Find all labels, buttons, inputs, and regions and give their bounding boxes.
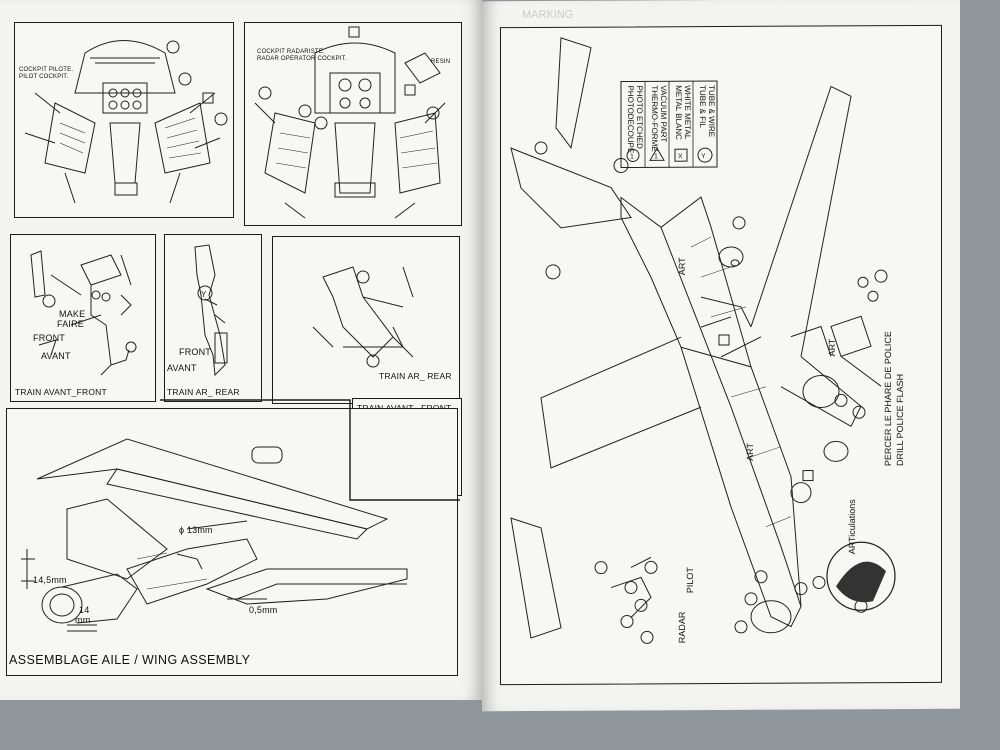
wing-assembly-caption: ASSEMBLAGE AILE / WING ASSEMBLY: [9, 653, 251, 667]
wing-dim1-label: 14,5mm: [33, 575, 67, 585]
legend-vacuum-symbol: 1: [654, 153, 658, 160]
legend-photo-fr: PHOTODECOUPE: [626, 85, 635, 154]
radar-cockpit-fr: COCKPIT RADARISTE.: [257, 49, 325, 55]
radar-cockpit-panel: COCKPIT RADARISTE. RADAR OPERATOR COCKPI…: [244, 22, 462, 226]
rear-gear-wire-symbol: Y: [201, 290, 207, 299]
radar-cockpit-drawing: [254, 26, 446, 219]
rear-gear2-caption: TRAIN AR_ REAR: [379, 371, 452, 381]
rear-front-label: FRONT: [179, 347, 211, 357]
radar-label: RADAR: [677, 611, 687, 644]
rear-gear-drawing: Y: [194, 244, 228, 377]
pilot-cockpit-fr: COCKPIT PILOTE.: [19, 67, 74, 73]
legend-photo-symbol: 1: [630, 153, 634, 160]
front-label: FRONT: [33, 333, 65, 343]
police-flash-fr: PERCER LE PHARE DE POLICE: [883, 331, 893, 467]
pilot-cockpit-panel: COCKPIT PILOTE. PILOT COCKPIT.: [14, 22, 234, 218]
wing-diameter-label: ϕ 13mm: [179, 525, 213, 535]
right-page: MARKING: [482, 0, 960, 712]
marking-ghost-text: MARKING: [522, 8, 574, 22]
police-flash-en: DRILL POLICE FLASH: [895, 373, 905, 467]
wing-dim2-label: 14: [79, 605, 90, 615]
pilot-label: PILOT: [685, 567, 695, 594]
left-page: COCKPIT PILOTE. PILOT COCKPIT.: [0, 0, 482, 700]
wing-assembly-panel: ϕ 13mm 14,5mm 14 mm 0,5mm ASSEMBLAGE AIL…: [6, 408, 458, 676]
rear-avant-label: AVANT: [167, 363, 197, 373]
aircraft-drawing: 1 1 X Y: [510, 37, 896, 644]
avant-label: AVANT: [41, 351, 71, 361]
rear-gear2-drawing: [312, 266, 414, 368]
faire-label: FAIRE: [57, 319, 85, 329]
pilot-cockpit-en: PILOT COCKPIT.: [19, 74, 69, 80]
front-gear-panel: MAKE FAIRE FRONT AVANT TRAIN AVANT_FRONT: [10, 234, 156, 402]
artitulations-label: ARTiculations: [847, 499, 857, 555]
art-label-1: ART: [677, 257, 687, 276]
main-assembly-panel: 1 1 X Y: [500, 24, 942, 686]
legend-wire-en: TUBE & WIRE: [707, 85, 716, 138]
radar-cockpit-en: RADAR OPERATOR COCKPIT.: [257, 56, 347, 62]
rear-gear-caption: TRAIN AR_ REAR: [167, 387, 240, 397]
make-label: MAKE: [59, 309, 86, 319]
legend-metal-en: WHITE METAL: [683, 85, 692, 140]
rear-gear2-panel: TRAIN AR_ REAR: [272, 236, 460, 404]
legend-vacuum-fr: THERMO-FORME: [650, 85, 659, 152]
art-label-2: ART: [745, 442, 755, 461]
legend-wire-fr: TUBE & FIL: [698, 85, 707, 128]
legend-metal-fr: METAL BLANC: [674, 85, 683, 140]
front-gear-caption: TRAIN AVANT_FRONT: [15, 387, 107, 397]
legend-vacuum-en: VACUUM PART: [659, 85, 668, 143]
legend-metal-symbol: X: [678, 153, 683, 160]
resin-label: RESIN: [431, 59, 451, 65]
wing-assembly-drawing: [21, 438, 408, 632]
legend-photo-en: PHOTO ETCHED: [635, 85, 644, 149]
legend-wire-symbol: Y: [701, 153, 706, 160]
wing-dim3-label: 0,5mm: [249, 605, 278, 615]
wing-dim2-unit: mm: [75, 615, 91, 625]
front-gear-drawing: [30, 250, 137, 376]
rear-gear-panel: Y FRONT AVANT TRAIN AR_ REAR: [164, 234, 262, 402]
pilot-cockpit-drawing: [24, 40, 228, 204]
art-label-3: ART: [827, 338, 837, 357]
